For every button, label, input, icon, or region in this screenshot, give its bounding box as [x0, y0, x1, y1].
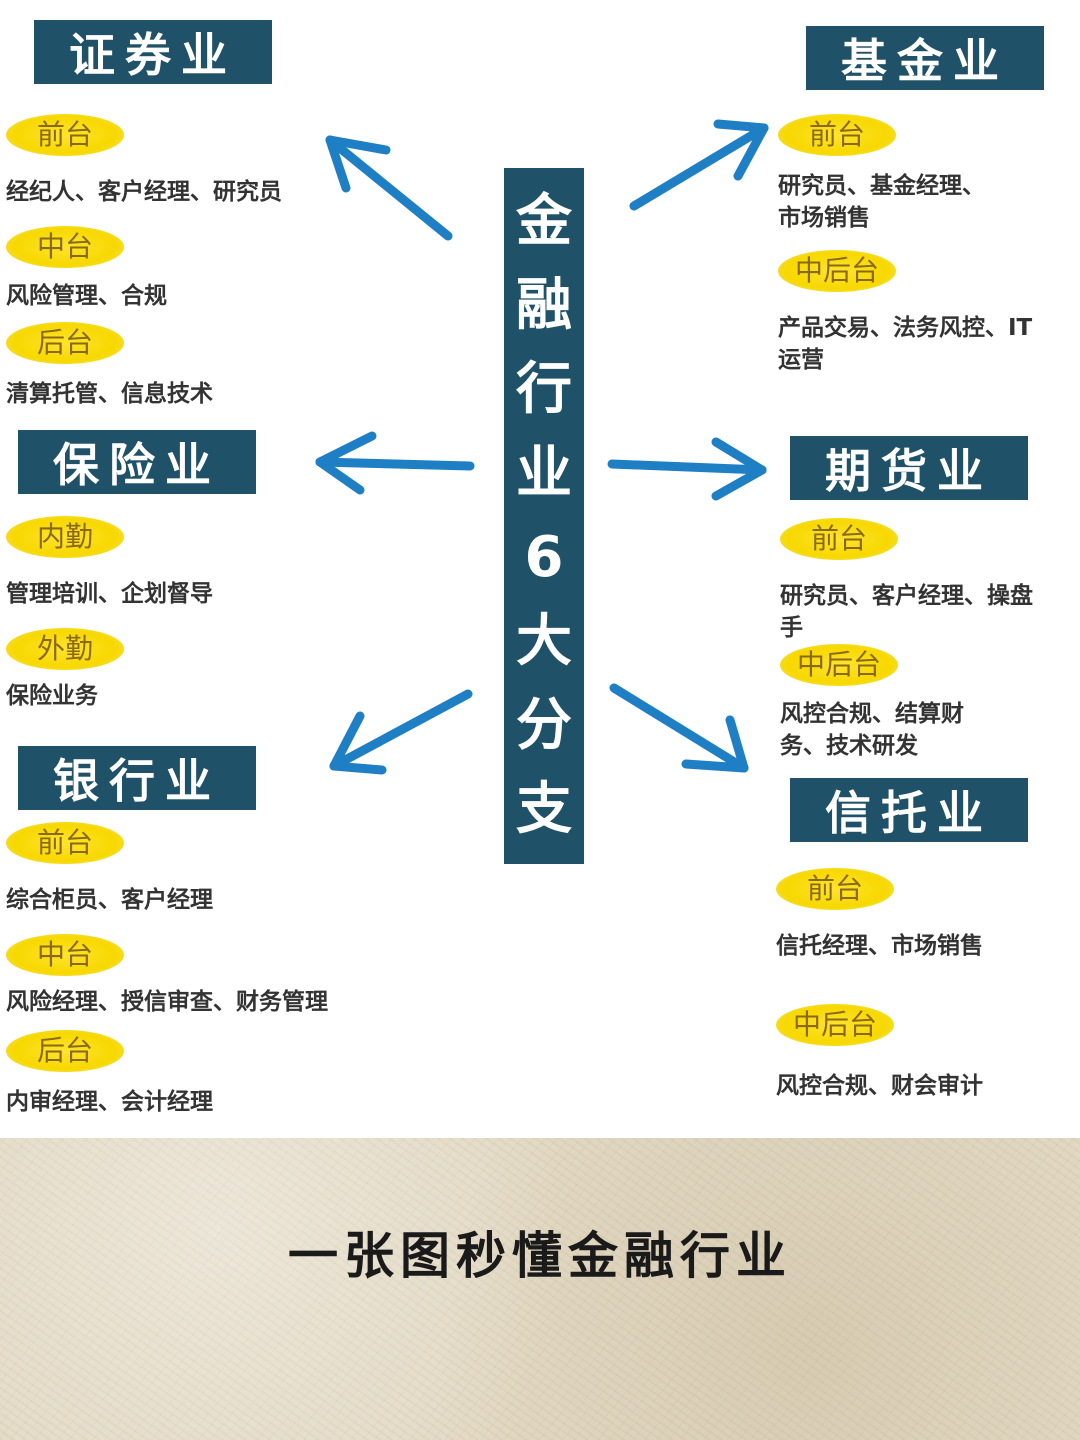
roles-text: 信托经理、市场销售 [776, 933, 983, 959]
center-char: 6 [524, 525, 564, 590]
roles-text: 风险管理、合规 [6, 283, 167, 309]
center-char: 支 [516, 777, 572, 842]
tier-pill: 后台 [6, 322, 124, 364]
roles-line: 市场销售 [778, 205, 870, 231]
center-char: 融 [516, 273, 572, 338]
roles-text: 清算托管、信息技术 [6, 381, 213, 407]
roles-text: 风控合规、结算财 务、技术研发 [780, 698, 964, 762]
sector-securities-title: 证券业 [34, 20, 272, 84]
arrow-icon [329, 689, 473, 775]
center-char: 行 [516, 357, 572, 422]
tier-pill: 前台 [778, 114, 896, 156]
tier-pill: 外勤 [6, 628, 124, 670]
footer-banner [0, 1138, 1080, 1440]
arrow-icon [325, 135, 453, 241]
tier-pill: 前台 [6, 822, 124, 864]
tier-pill: 内勤 [6, 516, 124, 558]
roles-line: 研究员、客户经理、操盘 [780, 583, 1033, 609]
tier-pill: 前台 [780, 518, 898, 560]
roles-line: 运营 [778, 347, 824, 373]
arrows-layer [315, 119, 769, 775]
footer-title: 一张图秒懂金融行业 [288, 1227, 792, 1285]
roles-line: 产品交易、法务风控、IT [778, 315, 1033, 341]
sector-trust-title: 信托业 [790, 778, 1028, 842]
tier-pill: 中后台 [780, 644, 898, 686]
tier-pill: 中后台 [776, 1004, 894, 1046]
arrow-icon [629, 119, 769, 211]
arrow-icon [609, 683, 749, 773]
industry-diagram: 金 融 行 业 6 大 分 支 证券业 前台 经纪人、客户经理、研究员 中台 风… [6, 20, 1044, 1115]
roles-text: 综合柜员、客户经理 [6, 887, 213, 913]
center-char: 大 [516, 609, 572, 674]
roles-text: 风险经理、授信审查、财务管理 [6, 989, 328, 1015]
tier-pill: 中台 [6, 934, 124, 976]
sector-futures-title: 期货业 [790, 436, 1028, 500]
tier-pill: 中台 [6, 226, 124, 268]
roles-text: 风控合规、财会审计 [776, 1073, 983, 1099]
roles-line: 风控合规、结算财 [780, 701, 964, 727]
center-char: 分 [516, 693, 572, 758]
roles-text: 管理培训、企划督导 [6, 581, 213, 607]
roles-line: 务、技术研发 [780, 733, 918, 759]
roles-line: 研究员、基金经理、 [778, 173, 985, 199]
tier-pill: 前台 [6, 114, 124, 156]
roles-line: 手 [780, 615, 803, 641]
tier-pill: 中后台 [778, 250, 896, 292]
tier-pill: 前台 [776, 868, 894, 910]
roles-text: 内审经理、会计经理 [6, 1089, 213, 1115]
center-title-box: 金 融 行 业 6 大 分 支 [504, 168, 584, 864]
arrow-icon [607, 437, 767, 501]
sector-insurance-title: 保险业 [18, 430, 256, 494]
roles-text: 研究员、基金经理、 市场销售 [778, 170, 985, 234]
arrow-icon [315, 431, 475, 495]
center-char: 金 [516, 189, 572, 254]
roles-text: 经纪人、客户经理、研究员 [6, 179, 282, 205]
sector-fund-title: 基金业 [806, 26, 1044, 90]
center-char: 业 [516, 441, 572, 506]
roles-text: 产品交易、法务风控、IT 运营 [778, 312, 1032, 376]
tier-pill: 后台 [6, 1030, 124, 1072]
roles-text: 研究员、客户经理、操盘 手 [780, 580, 1033, 644]
sector-banking-title: 银行业 [18, 746, 256, 810]
roles-text: 保险业务 [6, 683, 98, 709]
